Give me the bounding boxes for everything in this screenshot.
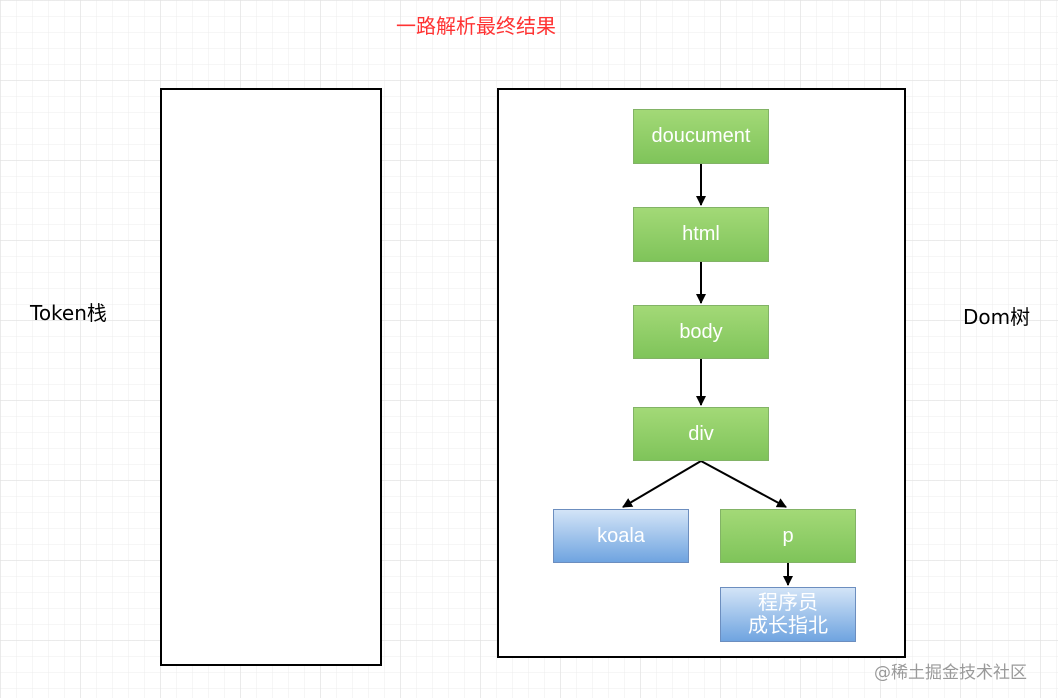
token-stack-box — [160, 88, 382, 666]
dom-tree-label: Dom树 — [963, 305, 1031, 329]
node-document: doucument — [633, 109, 769, 164]
diagram-title: 一路解析最终结果 — [396, 14, 556, 38]
node-koala-text: koala — [553, 509, 689, 563]
node-html: html — [633, 207, 769, 262]
token-stack-label: Token栈 — [30, 301, 107, 325]
node-p-text: 程序员 成长指北 — [720, 587, 856, 642]
node-div: div — [633, 407, 769, 461]
node-body: body — [633, 305, 769, 359]
arrow-div-p — [700, 460, 787, 508]
node-p: p — [720, 509, 856, 563]
watermark: @稀土掘金技术社区 — [874, 663, 1027, 683]
arrow-div-koala — [622, 460, 702, 508]
